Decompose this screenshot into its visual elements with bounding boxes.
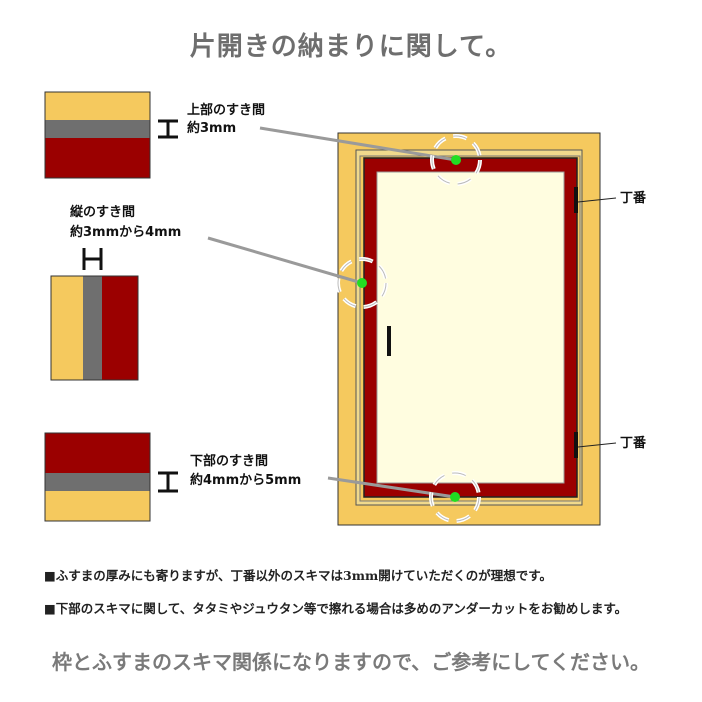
detail-side-gap xyxy=(50,275,139,381)
bottom-gap-title: 下部のすき間 xyxy=(190,454,269,469)
leader-line-bottom xyxy=(327,476,456,499)
hinge-label-top: 丁番 xyxy=(620,191,647,206)
bottom-gap-marker-icon xyxy=(158,471,178,493)
detail-top-gap xyxy=(44,91,151,179)
marker-dot-bottom xyxy=(450,492,460,502)
top-gap-marker-icon xyxy=(158,119,178,139)
note-2: ■下部のスキマに関して、タタミやジュウタン等で擦れる場合は多めのアンダーカットを… xyxy=(44,601,628,616)
marker-dot-top xyxy=(451,155,461,165)
hinge-icon-bottom xyxy=(574,432,578,458)
top-gap-title: 上部のすき間 xyxy=(187,103,266,118)
leader-line-side xyxy=(207,236,363,285)
side-gap-value: 約3mmから4mm xyxy=(70,225,182,240)
fusuma-panel xyxy=(363,157,578,498)
door-handle-icon xyxy=(387,326,391,356)
hinge-label-bottom: 丁番 xyxy=(620,436,647,451)
side-gap-marker-icon xyxy=(82,248,103,270)
bottom-gap-value: 約4mmから5mm xyxy=(190,473,302,488)
marker-dot-side xyxy=(357,278,367,288)
leader-line-top xyxy=(259,126,457,162)
hinge-icon-top xyxy=(574,187,578,213)
note-1: ■ふすまの厚みにも寄りますが、丁番以外のスキマは3mm開けていただくのが理想です… xyxy=(44,568,552,583)
top-gap-value: 約3mm xyxy=(187,121,237,136)
page-title: 片開きの納まりに関して。 xyxy=(189,32,513,62)
detail-bottom-gap xyxy=(44,432,151,522)
footer-text: 枠とふすまのスキマ関係になりますので、ご参考にしてください。 xyxy=(52,650,650,674)
side-gap-title: 縦のすき間 xyxy=(70,205,136,220)
